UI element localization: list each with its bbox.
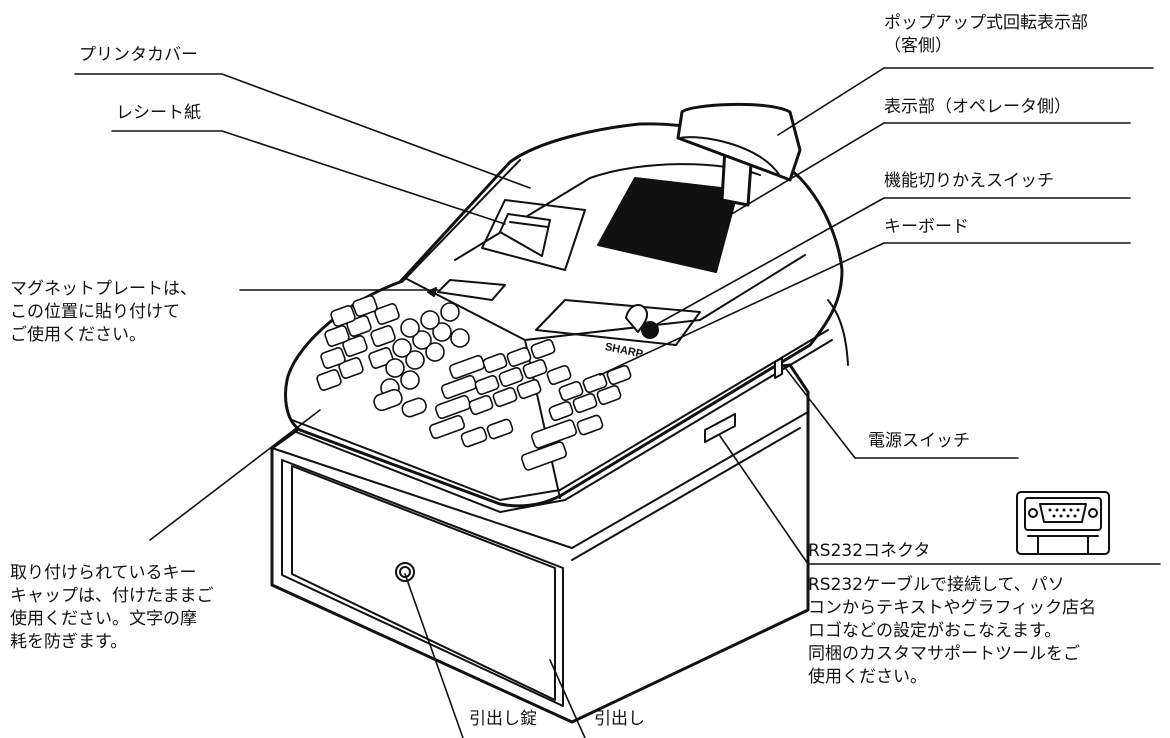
power-cord: [827, 299, 849, 366]
label-popup-display-line: （客側）: [884, 36, 952, 56]
label-keycap-note-line: 使用ください。文字の摩: [10, 609, 197, 629]
label-mode-switch: 機能切りかえスイッチ: [884, 171, 1054, 191]
label-rs232-note-line: RS232ケーブルで接続して、パソ: [808, 575, 1065, 595]
label-printer-cover: プリンタカバー: [79, 45, 198, 65]
keyboard-keys: [316, 295, 632, 471]
label-rs232-note-line: 同梱のカスタマサポートツールをご: [808, 644, 1080, 664]
label-keycap-note-line: 耗を防ぎます。: [10, 632, 128, 652]
label-magnet-plate: マグネットプレートは、 この位置に貼り付けて ご使用ください。: [10, 278, 197, 347]
label-rs232-note: RS232ケーブルで接続して、パソ コンからテキストやグラフィック店名 ロゴなど…: [808, 574, 1096, 689]
label-rs232-connector: RS232コネクタ: [808, 541, 931, 561]
label-drawer-lock: 引出し錠: [469, 709, 537, 729]
rs232-port: [704, 413, 736, 443]
label-popup-display-line: ポップアップ式回転表示部: [884, 13, 1088, 33]
label-keycap-note: 取り付けられているキー キャップは、付けたままご 使用ください。文字の摩 耗を防…: [10, 562, 214, 654]
label-rs232-note-line: 使用ください。: [808, 667, 927, 687]
rs232-connector-inset: [1016, 491, 1110, 555]
drawer-front: [281, 459, 564, 707]
label-rs232-note-line: コンからテキストやグラフィック店名: [808, 598, 1097, 618]
leader-lines: [74, 67, 1161, 738]
label-rs232-note-line: ロゴなどの設定がおこなえます。: [808, 621, 1062, 641]
drawer-lock: [395, 562, 415, 582]
label-keyboard: キーボード: [884, 217, 969, 237]
label-magnet-plate-line: マグネットプレートは、: [10, 279, 197, 299]
label-magnet-plate-line: この位置に貼り付けて: [10, 302, 180, 322]
label-popup-display: ポップアップ式回転表示部 （客側）: [884, 12, 1088, 58]
label-power-switch: 電源スイッチ: [868, 431, 970, 451]
label-magnet-plate-line: ご使用ください。: [10, 325, 146, 345]
label-operator-display: 表示部（オペレータ側）: [884, 97, 1071, 117]
label-keycap-note-line: キャップは、付けたままご: [10, 586, 214, 606]
popup-display: [676, 102, 802, 207]
label-drawer: 引出し: [594, 709, 645, 729]
power-switch: [774, 357, 783, 379]
label-keycap-note-line: 取り付けられているキー: [10, 563, 197, 583]
label-receipt-paper: レシート紙: [116, 103, 201, 123]
